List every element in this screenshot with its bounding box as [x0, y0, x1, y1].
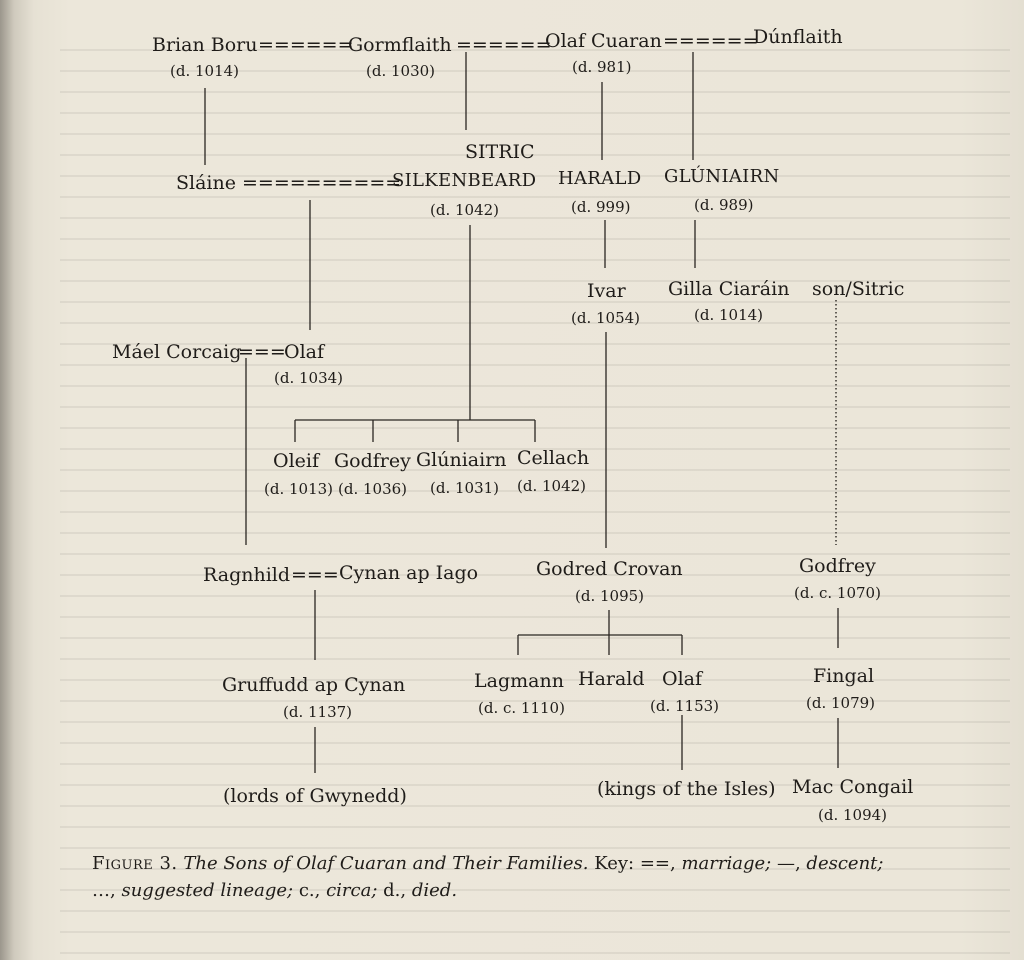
marriage-mark: ======: [258, 34, 354, 56]
died-godfrey-1: (d. 1036): [338, 480, 408, 498]
key-circa: circa;: [326, 880, 378, 901]
lords-of-gwynedd: (lords of Gwynedd): [223, 785, 407, 807]
died-gormflaith: (d. 1030): [366, 62, 436, 80]
marriage-mark: ======: [456, 34, 552, 56]
died-fingal: (d. 1079): [806, 694, 876, 712]
name-brian-boru: Brian Boru: [152, 34, 258, 56]
died-sitric: (d. 1042): [430, 201, 500, 219]
died-gruffudd: (d. 1137): [283, 703, 353, 721]
key-symbol-suggested: …,: [92, 880, 116, 901]
name-ragnhild: Ragnhild: [203, 564, 291, 586]
figure-caption: Figure 3. The Sons of Olaf Cuaran and Th…: [92, 850, 883, 904]
key-symbol-died: d.,: [383, 880, 407, 901]
name-olaf-2: Olaf: [284, 341, 325, 363]
name-cellach: Cellach: [517, 447, 590, 469]
name-ivar: Ivar: [587, 280, 626, 302]
died-harald-1: (d. 999): [571, 198, 631, 216]
died-oleif: (d. 1013): [264, 480, 334, 498]
kings-of-the-isles: (kings of the Isles): [597, 778, 776, 800]
name-gilla-ciarain: Gilla Ciaráin: [668, 278, 790, 300]
key-marriage: marriage;: [681, 853, 772, 874]
name-mael-corcaig: Máel Corcaig: [112, 341, 242, 363]
name-sitric-line2: SILKENBEARD: [392, 170, 537, 191]
caption-line-2: …, suggested lineage; c., circa; d., die…: [92, 877, 883, 904]
name-gluniairn-2: Glúniairn: [416, 449, 507, 471]
name-mac-congail: Mac Congail: [792, 776, 914, 798]
name-oleif: Oleif: [273, 450, 320, 472]
died-gluniairn-2: (d. 1031): [430, 479, 500, 497]
name-fingal: Fingal: [813, 665, 875, 687]
marriage-mark: ======: [663, 30, 759, 52]
key-symbol-circa: c.,: [298, 880, 321, 901]
marriage-mark: ===: [291, 564, 339, 586]
died-godred-crovan: (d. 1095): [575, 587, 645, 605]
figure-title: The Sons of Olaf Cuaran and Their Famili…: [183, 853, 589, 874]
name-cynan: Cynan ap Iago: [339, 562, 479, 584]
died-olaf-2: (d. 1034): [274, 369, 344, 387]
name-olaf-cuaran: Olaf Cuaran: [545, 30, 662, 52]
died-gluniairn-1: (d. 989): [694, 196, 754, 214]
name-harald-2: Harald: [578, 668, 645, 690]
name-slaine: Sláine: [176, 172, 236, 194]
died-gilla-ciarain: (d. 1014): [694, 306, 764, 324]
died-brian-boru: (d. 1014): [170, 62, 240, 80]
key-label: Key:: [594, 853, 635, 874]
name-harald-1: HARALD: [558, 168, 642, 189]
name-godred-crovan: Godred Crovan: [536, 558, 683, 580]
died-mac-congail: (d. 1094): [818, 806, 888, 824]
name-gluniairn-1: GLÚNIAIRN: [664, 166, 780, 187]
marriage-mark: ==========: [242, 172, 402, 194]
key-suggested: suggested lineage;: [121, 880, 294, 901]
name-gormflaith: Gormflaith: [348, 34, 452, 56]
caption-line-1: Figure 3. The Sons of Olaf Cuaran and Th…: [92, 850, 883, 877]
name-godfrey-1: Godfrey: [334, 450, 411, 472]
name-sitric-line1: SITRIC: [465, 141, 535, 163]
name-dunflaith: Dúnflaith: [753, 26, 843, 48]
key-died: died.: [411, 880, 458, 901]
marriage-mark: ===: [238, 341, 286, 363]
died-godfrey-2: (d. c. 1070): [794, 584, 881, 602]
name-lagmann: Lagmann: [474, 670, 564, 692]
key-symbol-descent: —,: [776, 853, 801, 874]
died-olaf-3: (d. 1153): [650, 697, 720, 715]
key-descent: descent;: [806, 853, 884, 874]
name-godfrey-2: Godfrey: [799, 555, 876, 577]
name-olaf-3: Olaf: [662, 668, 703, 690]
died-ivar: (d. 1054): [571, 309, 641, 327]
name-gruffudd: Gruffudd ap Cynan: [222, 674, 406, 696]
died-olaf-cuaran: (d. 981): [572, 58, 632, 76]
figure-label: Figure 3.: [92, 853, 178, 874]
key-symbol-marriage: ==,: [639, 853, 676, 874]
died-lagmann: (d. c. 1110): [478, 699, 565, 717]
name-son-sitric: son/Sitric: [812, 278, 905, 300]
died-cellach: (d. 1042): [517, 477, 587, 495]
